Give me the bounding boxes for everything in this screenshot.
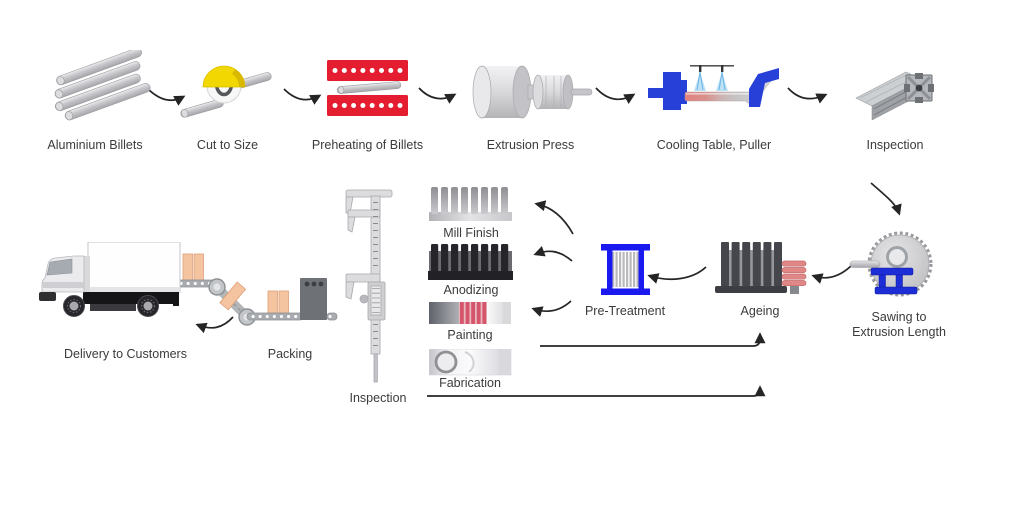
pre-treatment-icon <box>601 244 650 295</box>
inspection-bottom-label: Inspection <box>349 391 407 405</box>
ageing-icon <box>715 242 807 294</box>
arrow-pretreatment-to-millfinish <box>534 200 574 235</box>
pre-treatment-label: Pre-Treatment <box>584 304 666 318</box>
extrusion-press-icon <box>472 65 593 119</box>
mill-finish-label: Mill Finish <box>443 226 499 240</box>
arrow-painting-return <box>540 332 766 347</box>
sawing-icon <box>849 231 933 297</box>
sawing-to-extrusion-length-label: Sawing to Extrusion Length <box>835 310 963 339</box>
sawing-label-line1: Sawing to <box>871 310 927 324</box>
fabrication-label: Fabrication <box>439 376 501 390</box>
arrow-ageing-to-pretreatment <box>647 266 707 284</box>
delivery-truck-icon <box>39 242 181 317</box>
painting-icon <box>429 302 511 324</box>
cooling-table-puller-label: Cooling Table, Puller <box>656 138 772 152</box>
aluminium-billets-label: Aluminium Billets <box>47 138 143 152</box>
arrow-sawing-to-ageing <box>811 265 852 284</box>
sawing-label-line2: Extrusion Length <box>852 324 946 339</box>
ageing-label: Ageing <box>740 304 780 318</box>
anodizing-icon <box>428 244 513 280</box>
anodizing-label: Anodizing <box>443 283 499 297</box>
cut-to-size-icon <box>180 65 272 118</box>
preheating-of-billets-icon <box>327 60 408 116</box>
arrow-cooling-to-inspection <box>787 87 828 104</box>
arrow-inspection-to-sawing <box>870 182 902 216</box>
arrow-fabrication-return <box>427 385 766 397</box>
packing-icon <box>175 253 338 326</box>
delivery-to-customers-label: Delivery to Customers <box>64 347 187 361</box>
arrow-preheat-to-press <box>418 87 457 104</box>
arrow-cut-to-preheat <box>283 88 322 105</box>
inspection-calipers-icon <box>345 189 393 383</box>
arrow-pretreatment-to-anodizing <box>533 245 573 262</box>
preheating-of-billets-label: Preheating of Billets <box>311 138 424 152</box>
cut-to-size-label: Cut to Size <box>196 138 259 152</box>
arrow-pretreatment-to-painting <box>531 300 572 317</box>
arrow-packing-to-delivery <box>195 316 234 334</box>
arrow-billets-to-cut <box>146 87 186 106</box>
inspection-profile-icon <box>855 71 934 121</box>
mill-finish-icon <box>429 187 512 221</box>
aluminium-billets-icon <box>54 50 151 121</box>
painting-label: Painting <box>447 328 493 342</box>
fabrication-icon <box>429 349 512 376</box>
extrusion-press-label: Extrusion Press <box>486 138 575 152</box>
packing-label: Packing <box>267 347 313 361</box>
cooling-table-puller-icon <box>648 65 779 110</box>
arrow-press-to-cooling <box>595 87 636 104</box>
inspection-top-label: Inspection <box>866 138 924 152</box>
